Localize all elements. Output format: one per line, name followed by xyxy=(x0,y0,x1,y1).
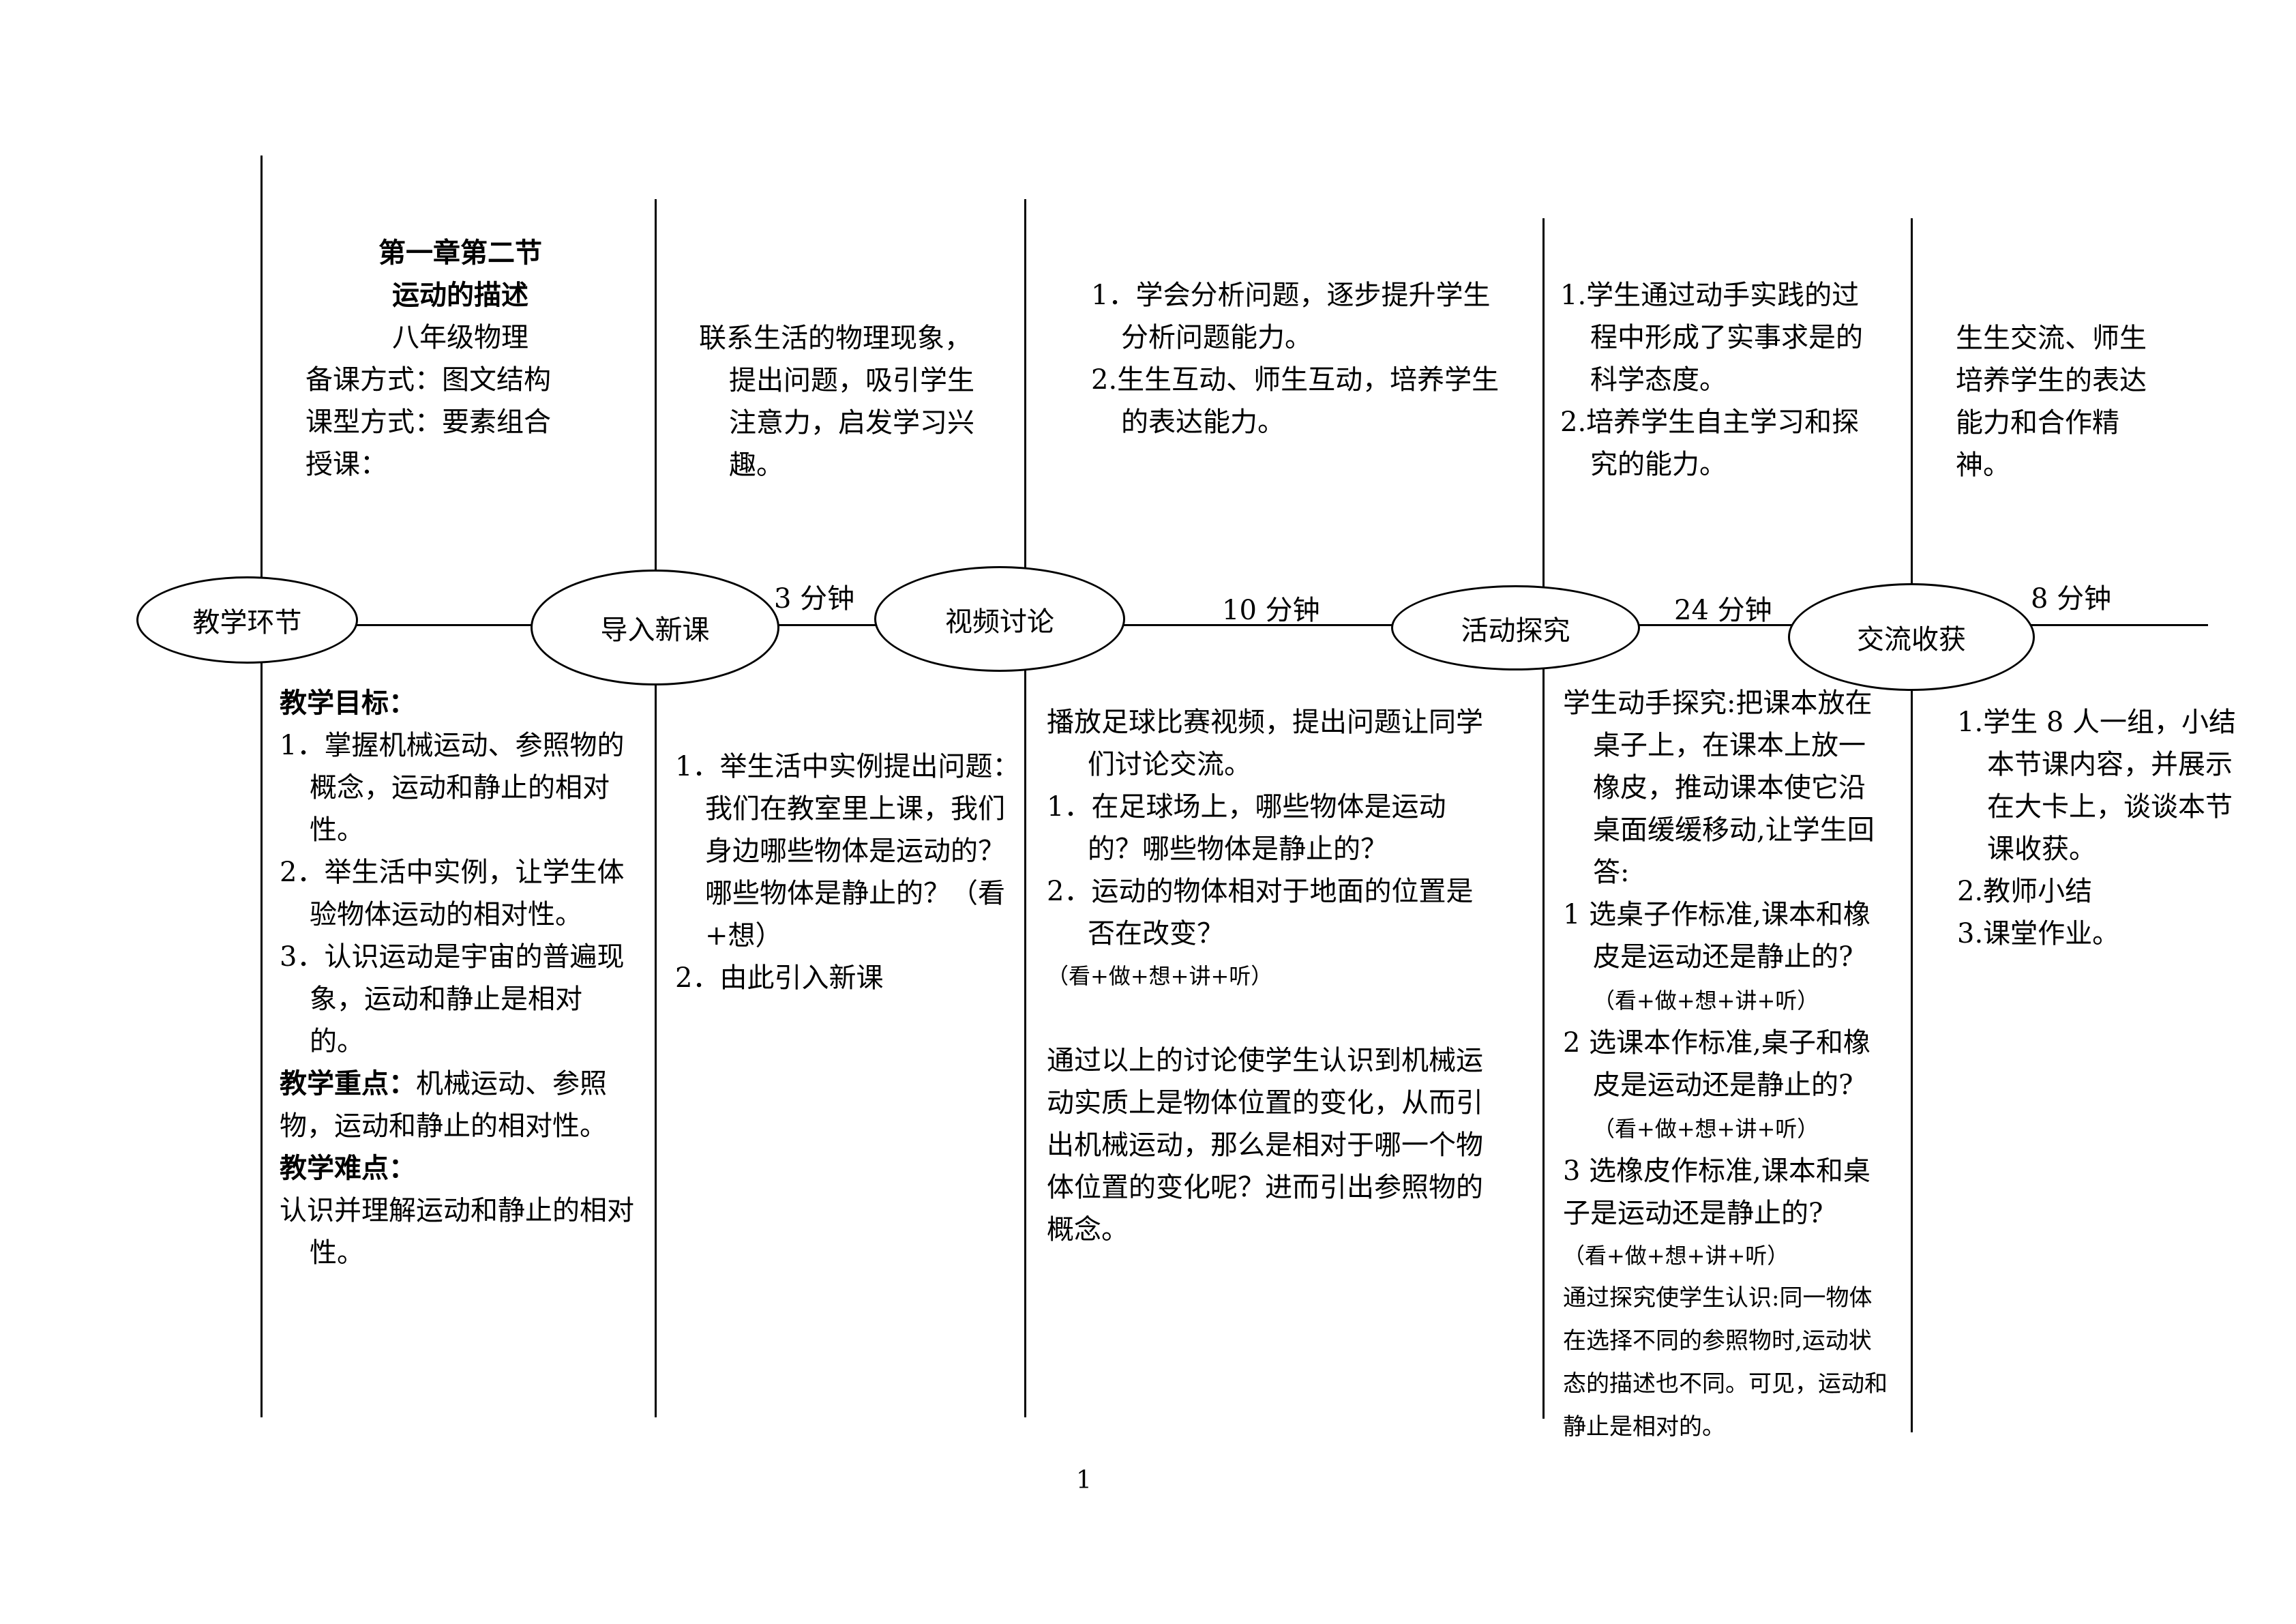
exchange-goal-line: 生生交流、师生 xyxy=(1956,323,2147,354)
activity-note: （看+做+想+讲+听） xyxy=(1593,1116,1819,1142)
exchange-item: 1.学生 8 人一组，小结本节课内容，并展示在大卡上，谈谈本节课收获。 xyxy=(1957,707,2237,865)
page-number: 1 xyxy=(1076,1466,1092,1494)
lesson-title: 运动的描述 xyxy=(392,279,528,311)
objective-item: 2．举生活中实例，让学生体验物体运动的相对性。 xyxy=(280,857,625,930)
timeline-line xyxy=(1637,624,1792,626)
activity-note: （看+做+想+讲+听） xyxy=(1593,988,1819,1014)
duration-label: 3 分钟 xyxy=(774,583,855,615)
duration-label: 8 分钟 xyxy=(2031,583,2112,615)
key-point: 教学重点：机械运动、参照物，运动和静止的相对性。 xyxy=(280,1063,634,1147)
video-question: 2．运动的物体相对于地面的位置是否在改变？ xyxy=(1047,876,1474,949)
node-activity-inquiry: 活动探究 xyxy=(1391,585,1640,670)
node-video-discussion: 视频讨论 xyxy=(874,566,1125,672)
intro-goal-line: 趣。 xyxy=(729,449,784,481)
activity-note: （看+做+想+讲+听） xyxy=(1563,1243,1789,1269)
activity-question: 1 选桌子作标准,课本和橡皮是运动还是静止的? （看+做+想+讲+听） xyxy=(1563,894,1890,1022)
intro-goal-line: 联系生活的物理现象， xyxy=(699,323,972,354)
activity-content: 学生动手探究:把课本放在桌子上，在课本上放一橡皮，推动课本使它沿桌面缓缓移动,让… xyxy=(1563,682,1890,1528)
activity-goal-item: 1.学生通过动手实践的过程中形成了实事求是的科学态度。 xyxy=(1560,280,1863,396)
objective-item: 1．掌握机械运动、参照物的概念，运动和静止的相对性。 xyxy=(280,730,625,846)
video-summary: 通过以上的讨论使学生认识到机械运动实质上是物体位置的变化，从而引出机械运动，那么… xyxy=(1047,1045,1483,1245)
video-goal-item: 1．学会分析问题，逐步提升学生分析问题能力。 xyxy=(1091,280,1491,353)
lesson-type: 课型方式：要素组合 xyxy=(305,407,551,438)
activity-question: 2 选课本作标准,桌子和橡皮是运动还是静止的? （看+做+想+讲+听） xyxy=(1563,1022,1890,1150)
exchange-goal: 生生交流、师生 培养学生的表达 能力和合作精 神。 xyxy=(1956,317,2174,486)
divider-line xyxy=(655,199,657,1417)
exchange-goal-line: 能力和合作精 xyxy=(1956,407,2119,439)
teaching-objectives: 教学目标： 1．掌握机械运动、参照物的概念，运动和静止的相对性。 2．举生活中实… xyxy=(280,682,634,1274)
video-goal: 1．学会分析问题，逐步提升学生分析问题能力。 2.生生互动、师生互动，培养学生的… xyxy=(1091,274,1500,443)
node-intro: 导入新课 xyxy=(531,570,779,685)
timeline-line xyxy=(355,624,539,626)
node-exchange-harvest: 交流收获 xyxy=(1788,583,2035,691)
difficulty-label: 教学难点： xyxy=(280,1152,416,1184)
divider-line xyxy=(1911,218,1913,1432)
video-question: 1．在足球场上，哪些物体是运动的？哪些物体是静止的？ xyxy=(1047,791,1446,865)
key-point-label: 教学重点： xyxy=(280,1067,416,1099)
intro-content: 1．举生活中实例提出问题：我们在教室里上课，我们身边哪些物体是运动的？哪些物体是… xyxy=(675,745,1023,999)
chapter-title: 第一章第二节 xyxy=(378,237,542,269)
exchange-content: 1.学生 8 人一组，小结本节课内容，并展示在大卡上，谈谈本节课收获。 2.教师… xyxy=(1957,701,2257,955)
node-teaching-stage: 教学环节 xyxy=(136,576,358,664)
teacher-label: 授课： xyxy=(305,449,387,480)
exchange-item: 2.教师小结 xyxy=(1957,876,2093,907)
video-note: （看+做+想+讲+听） xyxy=(1047,963,1273,989)
activity-question-text: 2 选课本作标准,桌子和橡皮是运动还是静止的? xyxy=(1563,1027,1870,1101)
exchange-goal-line: 神。 xyxy=(1956,449,2010,481)
difficulty-text: 认识并理解运动和静止的相对性。 xyxy=(280,1195,634,1269)
grade-label: 八年级物理 xyxy=(392,322,528,353)
activity-goal-item: 2.培养学生自主学习和探究的能力。 xyxy=(1560,407,1860,480)
prep-method: 备课方式：图文结构 xyxy=(305,364,551,396)
objective-item: 3．认识运动是宇宙的普遍现象，运动和静止是相对的。 xyxy=(280,941,625,1057)
duration-label: 24 分钟 xyxy=(1674,595,1772,626)
timeline-line xyxy=(2031,624,2208,626)
exchange-goal-line: 培养学生的表达 xyxy=(1956,365,2147,396)
lesson-header: 第一章第二节 运动的描述 八年级物理 备课方式：图文结构 课型方式：要素组合 授… xyxy=(300,232,621,486)
activity-lead: 学生动手探究:把课本放在桌子上，在课本上放一橡皮，推动课本使它沿桌面缓缓移动,让… xyxy=(1563,688,1875,888)
key-point-text: 机械运动、参照物，运动和静止的相对性。 xyxy=(280,1068,607,1142)
intro-goal-line: 注意力，启发学习兴 xyxy=(729,407,974,439)
activity-conclusion: 通过探究使学生认识:同一物体在选择不同的参照物时,运动状态的描述也不同。可见，运… xyxy=(1563,1284,1888,1441)
video-goal-item: 2.生生互动、师生互动，培养学生的表达能力。 xyxy=(1091,364,1500,438)
timeline-line xyxy=(1122,624,1396,626)
objectives-heading: 教学目标： xyxy=(280,687,416,719)
divider-line xyxy=(1542,218,1545,1419)
timeline-line xyxy=(776,624,878,626)
video-content: 播放足球比赛视频，提出问题让同学们讨论交流。 1．在足球场上，哪些物体是运动的？… xyxy=(1047,701,1500,1251)
divider-line xyxy=(260,156,263,1417)
intro-item: 2．由此引入新课 xyxy=(675,962,884,994)
exchange-item: 3.课堂作业。 xyxy=(1957,918,2120,949)
duration-label: 10 分钟 xyxy=(1222,595,1320,626)
activity-goal: 1.学生通过动手实践的过程中形成了实事求是的科学态度。 2.培养学生自主学习和探… xyxy=(1560,274,1881,486)
intro-item: 1．举生活中实例提出问题：我们在教室里上课，我们身边哪些物体是运动的？哪些物体是… xyxy=(675,751,1020,951)
intro-goal: 联系生活的物理现象， 提出问题，吸引学生 注意力，启发学习兴 趣。 xyxy=(699,317,1013,486)
intro-goal-line: 提出问题，吸引学生 xyxy=(729,365,974,396)
divider-line xyxy=(1024,199,1026,1417)
video-lead: 播放足球比赛视频，提出问题让同学们讨论交流。 xyxy=(1047,707,1483,780)
activity-question-text: 1 选桌子作标准,课本和橡皮是运动还是静止的? xyxy=(1563,899,1870,973)
activity-question: 3 选橡皮作标准,课本和桌子是运动还是静止的? xyxy=(1563,1155,1870,1229)
